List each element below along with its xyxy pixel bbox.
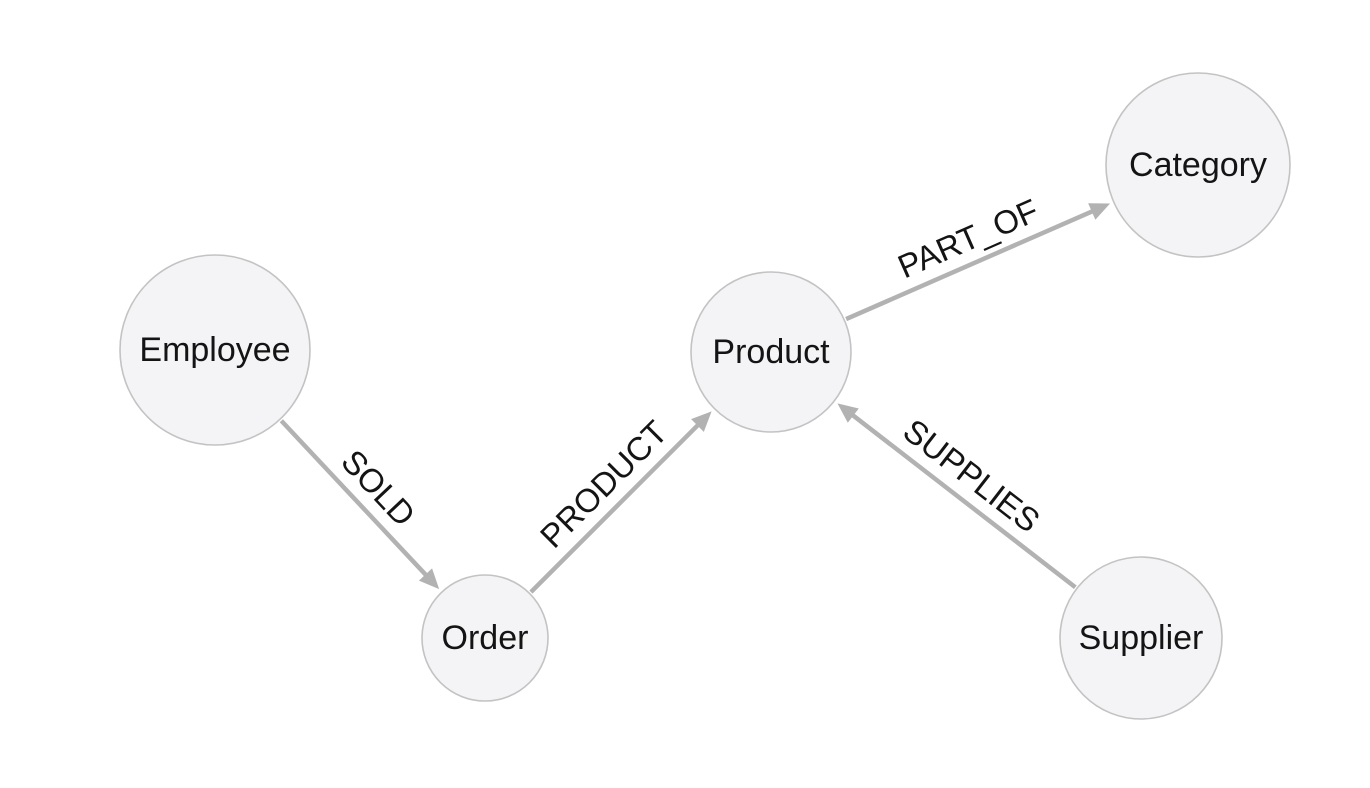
- edge-sold-label: SOLD: [334, 442, 422, 533]
- node-supplier: Supplier: [1059, 556, 1223, 720]
- node-employee-circle: [119, 254, 311, 446]
- edge-part-of-label: PART_OF: [892, 191, 1043, 285]
- edge-product-line: [529, 419, 704, 594]
- edge-part-of: PART_OF: [845, 191, 1111, 322]
- node-order-label: Order: [442, 619, 529, 657]
- node-order: Order: [421, 574, 549, 702]
- edge-sold-line: [279, 419, 432, 581]
- node-employee: Employee: [119, 254, 311, 446]
- edge-part-of-line: [845, 207, 1099, 322]
- edge-supplies-label: SUPPLIES: [897, 412, 1047, 540]
- edge-product-arrowhead: [691, 411, 712, 432]
- node-product-label: Product: [712, 333, 830, 371]
- node-order-circle: [421, 574, 549, 702]
- node-category: Category: [1105, 72, 1291, 258]
- edge-supplies: SUPPLIES: [837, 403, 1077, 590]
- edge-product-label: PRODUCT: [533, 413, 675, 555]
- node-supplier-label: Supplier: [1079, 619, 1204, 657]
- edge-product: PRODUCT: [529, 411, 712, 594]
- node-employee-label: Employee: [139, 331, 290, 369]
- node-product-circle: [690, 271, 852, 433]
- edge-supplies-line: [847, 410, 1077, 590]
- node-product: Product: [690, 271, 852, 433]
- edge-part-of-arrowhead: [1088, 203, 1111, 220]
- node-category-circle: [1105, 72, 1291, 258]
- edge-sold-arrowhead: [418, 568, 440, 590]
- edge-sold: SOLD: [279, 419, 440, 590]
- edge-supplies-arrowhead: [837, 403, 859, 423]
- node-supplier-circle: [1059, 556, 1223, 720]
- node-category-label: Category: [1129, 146, 1267, 184]
